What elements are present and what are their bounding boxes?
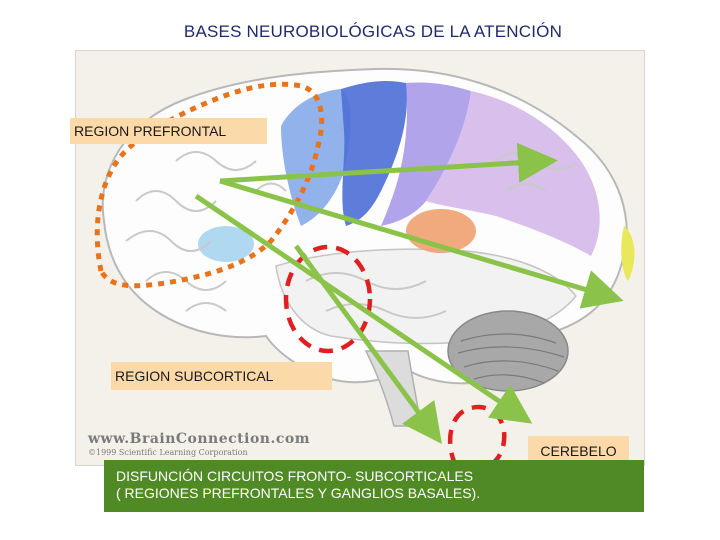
arrow-to-parietal (219, 142, 558, 184)
arrow-to-cerebellum (194, 193, 533, 424)
watermark: www.BrainConnection.com ©1999 Scientific… (88, 431, 310, 457)
watermark-copyright: ©1999 Scientific Learning Corporation (88, 448, 248, 457)
label-subcortical: REGION SUBCORTICAL (111, 362, 332, 390)
prefrontal-dashed-outline (94, 81, 325, 289)
motor-strip (341, 81, 407, 226)
broca-area (198, 226, 254, 262)
arrow-to-occipital (219, 178, 624, 309)
caption-line-2: ( REGIONES PREFRONTALES Y GANGLIOS BASAL… (116, 485, 481, 501)
caption-line-1: DISFUNCIÓN CIRCUITOS FRONTO- SUBCORTICAL… (116, 468, 474, 484)
label-prefrontal: REGION PREFRONTAL (70, 118, 267, 144)
cerebelo-dashed-bracket (447, 404, 507, 465)
brain-illustration: www.BrainConnection.com ©1999 Scientific… (75, 50, 645, 466)
page-title: BASES NEUROBIOLÓGICAS DE LA ATENCIÓN (183, 22, 563, 41)
watermark-site: www.BrainConnection.com (88, 431, 311, 447)
occipital-tip (621, 226, 635, 281)
subcortical-dashed-circle (283, 244, 373, 354)
caption-box: DISFUNCIÓN CIRCUITOS FRONTO- SUBCORTICAL… (104, 460, 644, 512)
brain-svg (94, 67, 635, 465)
arrow-to-subcortical (293, 244, 442, 445)
parietal-area (426, 91, 600, 256)
sensory-strip (381, 82, 471, 226)
